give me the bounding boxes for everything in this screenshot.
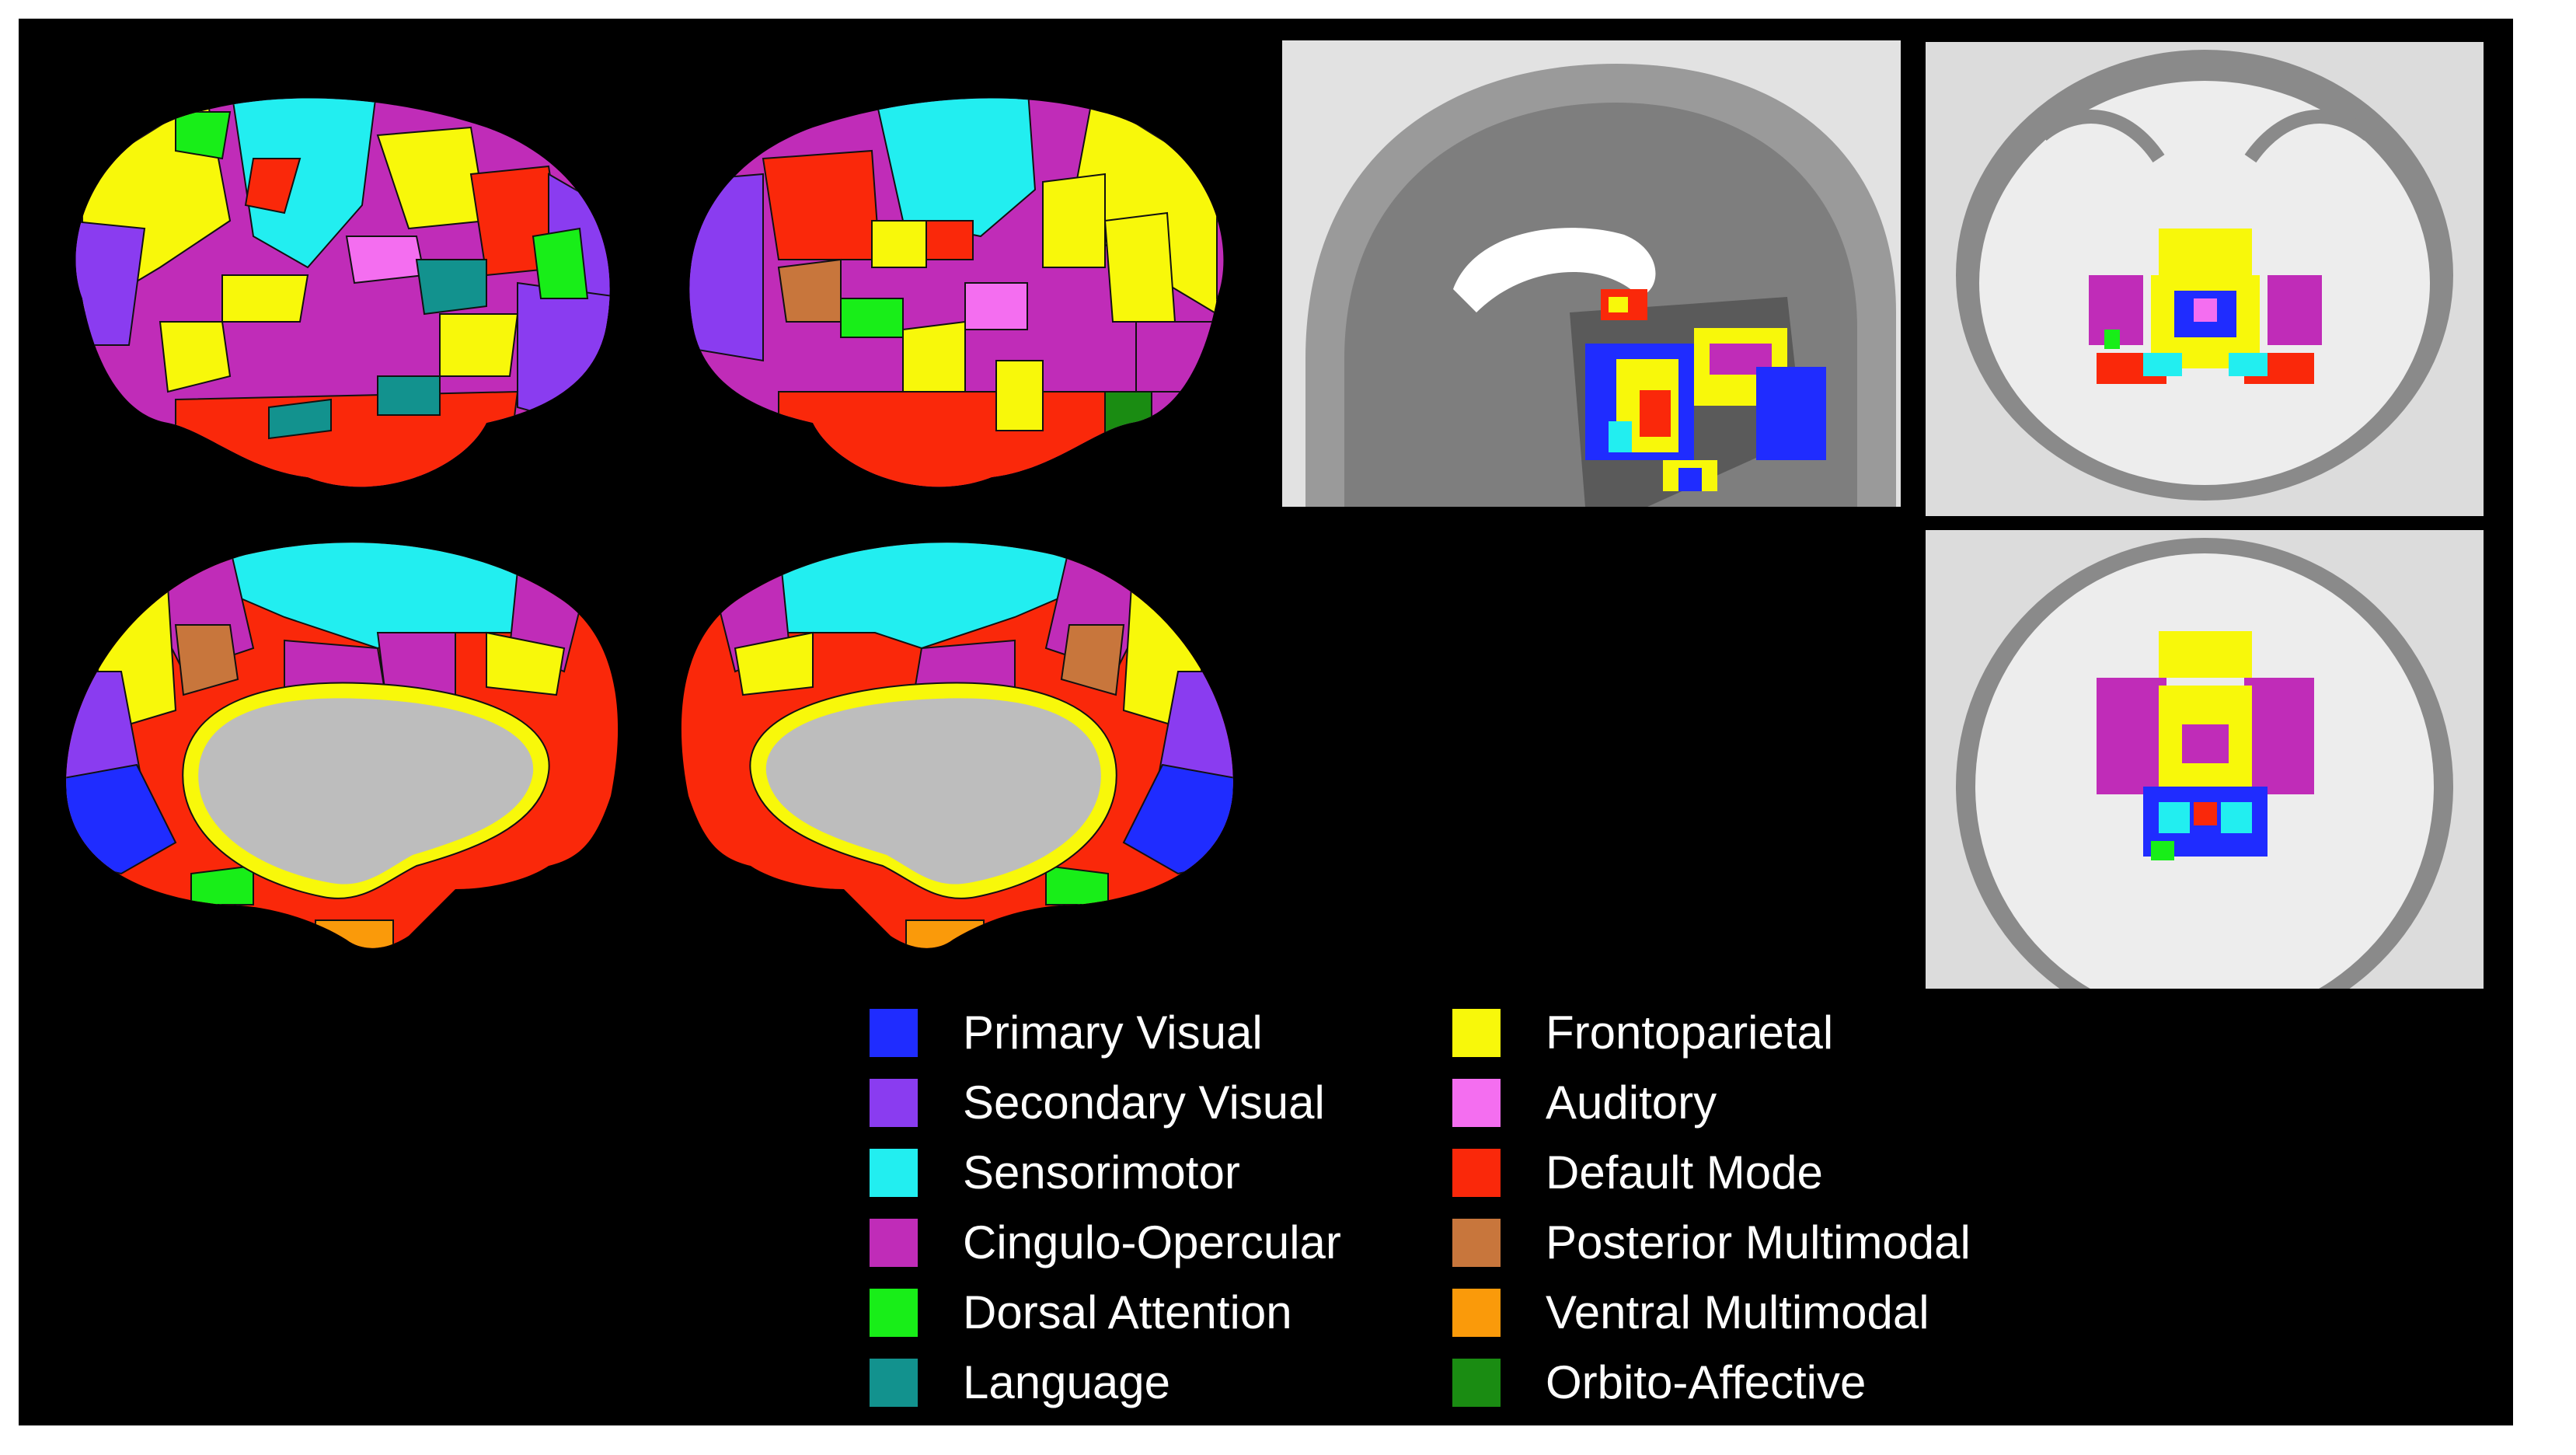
legend-item: Default Mode	[1452, 1142, 1823, 1204]
legend-item: Secondary Visual	[870, 1072, 1325, 1134]
legend-swatch	[1452, 1009, 1501, 1057]
legend-item: Orbito-Affective	[1452, 1352, 1866, 1414]
legend-label: Auditory	[1546, 1076, 1717, 1129]
cortical-surface-medial-right	[681, 543, 1233, 948]
legend-item: Ventral Multimodal	[1452, 1282, 1929, 1344]
cortical-surface-lateral-left	[75, 98, 610, 487]
subcortical-sagittal-slice	[1282, 40, 1901, 507]
legend-label: Language	[963, 1356, 1170, 1408]
legend-swatch	[1452, 1359, 1501, 1407]
legend-swatch	[1452, 1219, 1501, 1267]
legend-swatch	[870, 1289, 918, 1337]
legend-item: Frontoparietal	[1452, 1002, 1833, 1064]
subcortical-parcels-sagittal	[1585, 289, 1826, 491]
legend-swatch	[1452, 1079, 1501, 1127]
legend-label: Orbito-Affective	[1546, 1356, 1867, 1408]
legend-swatch	[1452, 1289, 1501, 1337]
legend-item: Dorsal Attention	[870, 1282, 1292, 1344]
figure-frame: Primary Visual Secondary Visual Sensorim…	[19, 19, 2513, 1425]
subcortical-parcels-axial	[2097, 631, 2314, 860]
legend-item: Sensorimotor	[870, 1142, 1240, 1204]
legend-item: Primary Visual	[870, 1002, 1263, 1064]
legend-item: Posterior Multimodal	[1452, 1212, 1971, 1274]
subcortical-coronal-slice	[1926, 42, 2484, 516]
legend-swatch	[870, 1009, 918, 1057]
subcortical-parcels-coronal	[2089, 229, 2322, 384]
legend-label: Posterior Multimodal	[1546, 1216, 1971, 1268]
legend-swatch	[870, 1079, 918, 1127]
legend-swatch	[870, 1149, 918, 1197]
legend-label: Sensorimotor	[963, 1146, 1240, 1199]
legend-label: Dorsal Attention	[963, 1286, 1292, 1338]
legend-label: Secondary Visual	[963, 1076, 1325, 1129]
subcortical-axial-slice	[1926, 530, 2484, 989]
legend-item: Language	[870, 1352, 1170, 1414]
cortical-surface-medial-left	[66, 543, 619, 948]
legend-swatch	[870, 1219, 918, 1267]
legend-label: Cingulo-Opercular	[963, 1216, 1341, 1268]
legend-label: Frontoparietal	[1546, 1007, 1834, 1059]
legend-label: Ventral Multimodal	[1546, 1286, 1929, 1338]
cortical-surface-lateral-right	[689, 98, 1224, 487]
legend-item: Cingulo-Opercular	[870, 1212, 1341, 1274]
legend-swatch	[870, 1359, 918, 1407]
legend-label: Default Mode	[1546, 1146, 1823, 1199]
legend-label: Primary Visual	[963, 1007, 1263, 1059]
legend-item: Auditory	[1452, 1072, 1717, 1134]
legend-swatch	[1452, 1149, 1501, 1197]
